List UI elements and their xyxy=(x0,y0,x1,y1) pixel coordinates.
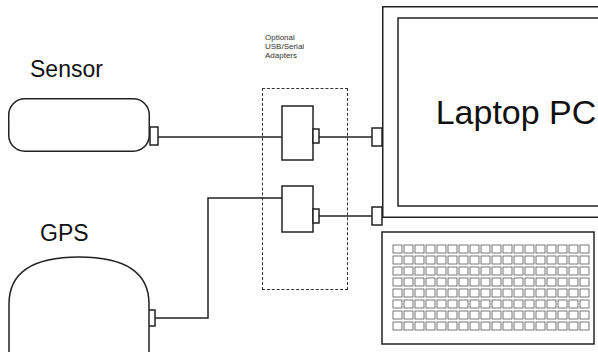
sensor-plug xyxy=(150,127,158,145)
gps-receiver: GPS xyxy=(8,256,150,352)
laptop-keyboard xyxy=(382,232,594,344)
laptop-lid xyxy=(383,7,598,218)
sensor-body xyxy=(9,99,150,152)
usb-serial-adapter xyxy=(282,106,313,160)
keyboard-keys xyxy=(392,244,590,332)
sensor-housing: Sensor xyxy=(8,98,150,152)
node-outline xyxy=(8,256,150,352)
laptop-port xyxy=(372,128,382,146)
usb-serial-adapter xyxy=(282,186,313,232)
adapter-plug xyxy=(313,129,319,143)
adapter-plug xyxy=(313,209,319,223)
laptop-screen: Laptop PC xyxy=(382,6,598,218)
device-label: GPS xyxy=(40,220,89,246)
screen-label: Laptop PC xyxy=(382,93,598,132)
laptop-port xyxy=(372,207,382,225)
adapter-group: Optional USB/Serial Adapters xyxy=(262,88,348,290)
device-label: Optional USB/Serial Adapters xyxy=(265,33,323,61)
node-outline xyxy=(8,98,150,152)
device-label: Sensor xyxy=(30,56,103,82)
node-outline xyxy=(263,89,347,289)
gps-body xyxy=(9,257,149,352)
